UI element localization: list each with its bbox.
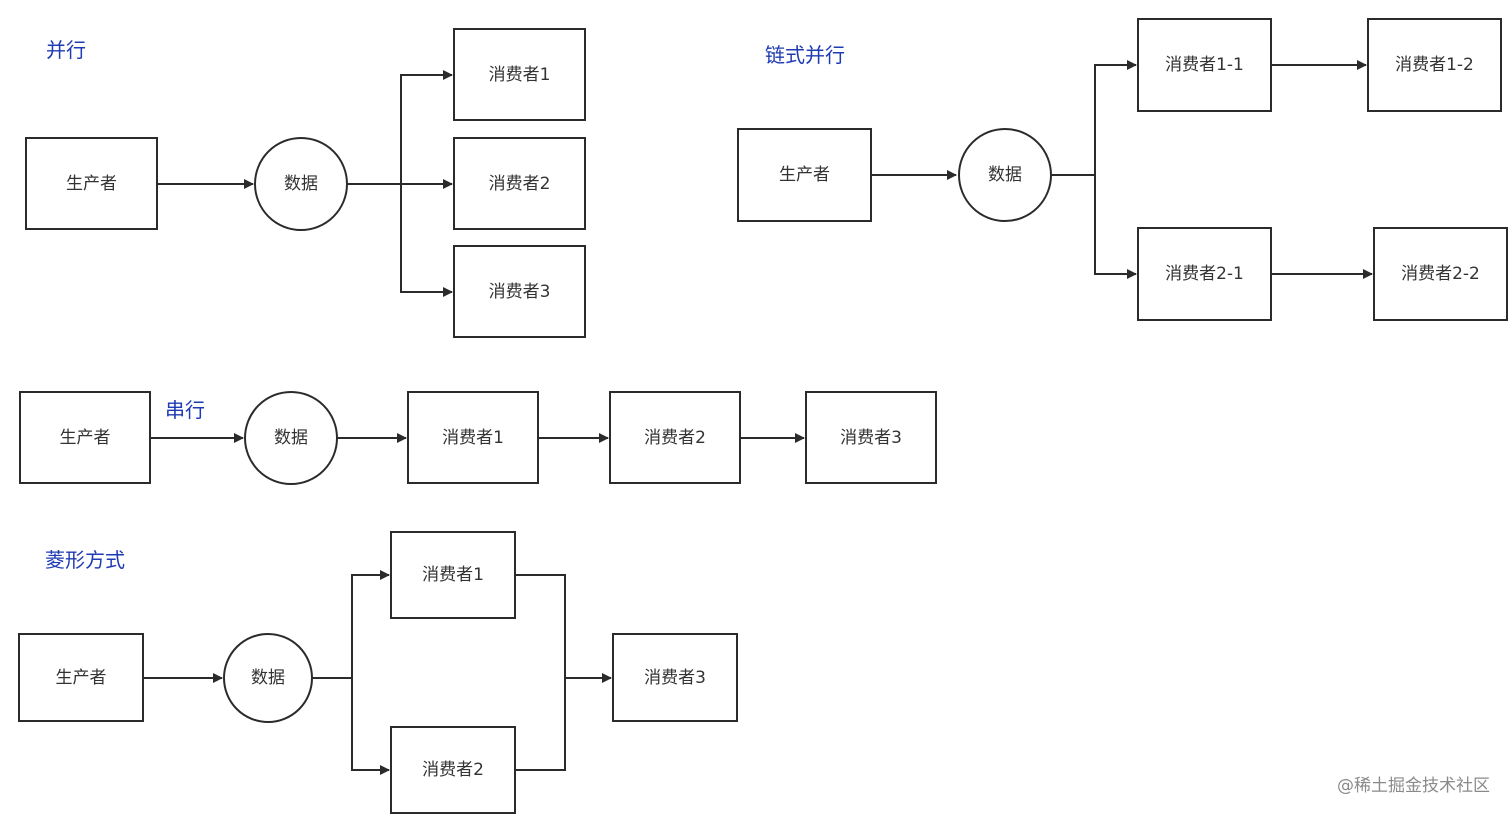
- svg-text:生产者: 生产者: [60, 428, 111, 448]
- node-producer: 生产者: [737, 128, 872, 222]
- svg-text:消费者1-2: 消费者1-2: [1395, 55, 1474, 75]
- edge-consumer-2-consumer-3: [515, 678, 566, 771]
- svg-text:消费者1: 消费者1: [442, 428, 504, 448]
- node-consumer-2-2: 消费者2-2: [1373, 227, 1508, 321]
- node-consumer-1-1: 消费者1-1: [1137, 18, 1272, 112]
- section-title-serial: 串行: [165, 398, 205, 422]
- node-consumer-2: 消费者2: [609, 391, 741, 484]
- section-title-chained-parallel: 链式并行: [765, 43, 845, 67]
- svg-text:生产者: 生产者: [56, 668, 107, 688]
- node-consumer-1-2: 消费者1-2: [1367, 18, 1502, 112]
- node-consumer-1: 消费者1: [390, 531, 516, 619]
- node-consumer-2: 消费者2: [453, 137, 586, 230]
- node-consumer-1: 消费者1: [407, 391, 539, 484]
- node-data: 数据: [223, 633, 313, 723]
- node-data: 数据: [254, 137, 348, 231]
- edge-data-consumer-3: [400, 184, 453, 297]
- node-consumer-1: 消费者1: [453, 28, 586, 121]
- edge-data-consumer-2: [351, 678, 390, 775]
- node-consumer-3: 消费者3: [453, 245, 586, 338]
- svg-text:消费者3: 消费者3: [840, 428, 902, 448]
- svg-text:数据: 数据: [284, 174, 318, 194]
- node-consumer-3: 消费者3: [805, 391, 937, 484]
- svg-text:消费者2-2: 消费者2-2: [1401, 264, 1480, 284]
- edge-data-consumer-1: [347, 70, 453, 185]
- node-consumer-3: 消费者3: [612, 633, 738, 722]
- svg-text:数据: 数据: [274, 428, 308, 448]
- node-producer: 生产者: [19, 391, 151, 484]
- svg-text:数据: 数据: [251, 668, 285, 688]
- svg-text:生产者: 生产者: [779, 165, 830, 185]
- node-consumer-2: 消费者2: [390, 726, 516, 814]
- svg-text:消费者3: 消费者3: [489, 282, 551, 302]
- svg-text:消费者1: 消费者1: [489, 65, 551, 85]
- node-producer: 生产者: [25, 137, 158, 230]
- svg-text:消费者2: 消费者2: [644, 428, 706, 448]
- svg-text:生产者: 生产者: [66, 174, 117, 194]
- svg-text:消费者3: 消费者3: [644, 668, 706, 688]
- node-producer: 生产者: [18, 633, 144, 722]
- section-title-parallel: 并行: [46, 38, 86, 62]
- node-consumer-2-1: 消费者2-1: [1137, 227, 1272, 321]
- svg-text:消费者2: 消费者2: [489, 174, 551, 194]
- edge-consumer-1-consumer-3: [515, 574, 612, 683]
- section-title-diamond: 菱形方式: [45, 548, 125, 572]
- edge-data-consumer-1: [312, 570, 390, 679]
- node-data: 数据: [958, 128, 1052, 222]
- svg-text:消费者1: 消费者1: [422, 565, 484, 585]
- svg-text:消费者1-1: 消费者1-1: [1165, 55, 1244, 75]
- svg-text:消费者2: 消费者2: [422, 760, 484, 780]
- node-data: 数据: [244, 391, 338, 485]
- watermark: @稀土掘金技术社区: [1337, 776, 1490, 796]
- svg-text:消费者2-1: 消费者2-1: [1165, 264, 1244, 284]
- edge-data-consumer-1-1: [1051, 60, 1137, 176]
- svg-text:数据: 数据: [988, 165, 1022, 185]
- edge-data-consumer-2-1: [1094, 175, 1137, 279]
